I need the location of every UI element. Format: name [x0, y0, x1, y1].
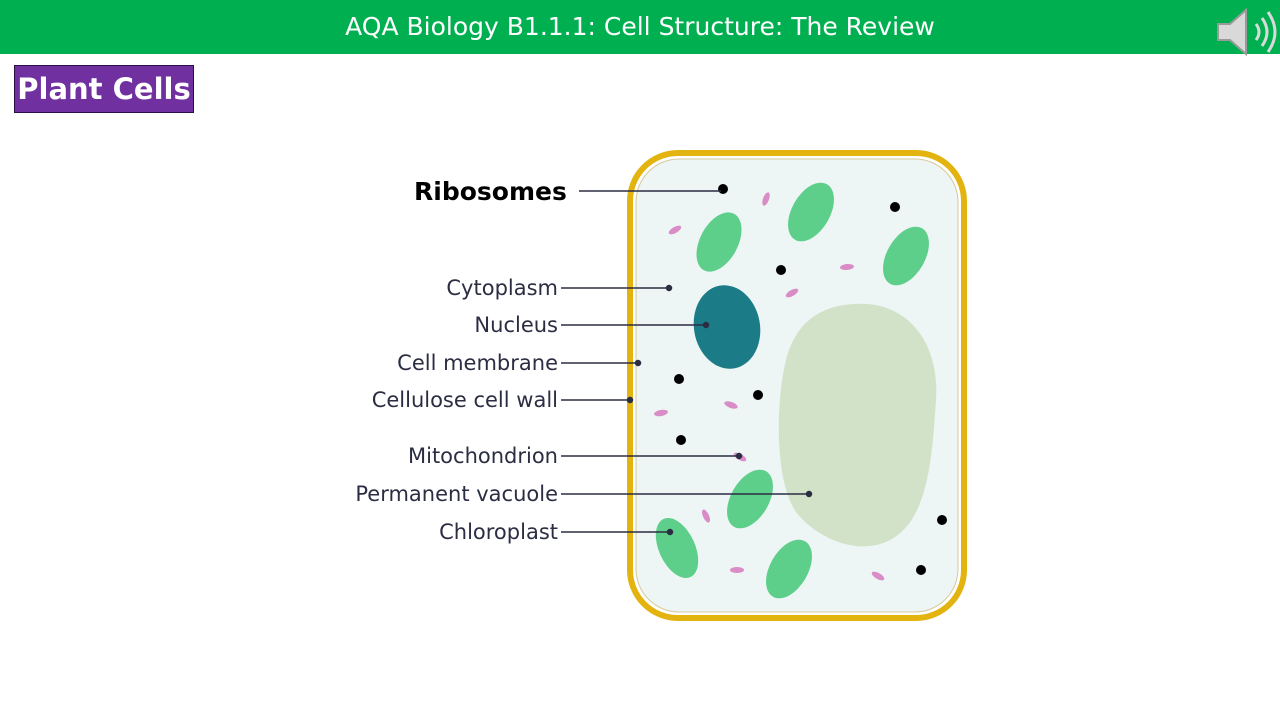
- mitochondrion: [724, 401, 738, 409]
- ribosome: [776, 265, 786, 275]
- ribosome: [753, 390, 763, 400]
- ribosome: [674, 374, 684, 384]
- ribosome: [890, 202, 900, 212]
- ribosome: [937, 515, 947, 525]
- chloroplast: [696, 212, 742, 272]
- mitochondrion: [654, 409, 668, 417]
- label-ribosomes: Ribosomes: [414, 177, 567, 206]
- label-cell-wall: Cellulose cell wall: [371, 388, 558, 412]
- chloroplast: [727, 469, 773, 529]
- label-cytoplasm: Cytoplasm: [446, 276, 558, 300]
- nucleus: [693, 285, 761, 369]
- chloroplast: [883, 226, 929, 286]
- section-badge: Plant Cells: [14, 65, 194, 113]
- label-vacuole: Permanent vacuole: [355, 482, 558, 506]
- mitochondrion: [730, 567, 744, 573]
- mitochondrion: [785, 288, 799, 298]
- permanent-vacuole: [778, 303, 937, 547]
- mitochondrion: [871, 571, 885, 581]
- ribosome: [718, 184, 728, 194]
- mitochondrion: [668, 225, 682, 235]
- ribosome: [916, 565, 926, 575]
- label-chloroplast: Chloroplast: [439, 520, 558, 544]
- chloroplast: [655, 518, 699, 578]
- chloroplast: [788, 182, 834, 242]
- label-cell-membrane: Cell membrane: [397, 351, 558, 375]
- label-nucleus: Nucleus: [474, 313, 558, 337]
- page-title: AQA Biology B1.1.1: Cell Structure: The …: [345, 12, 935, 41]
- mitochondrion: [840, 263, 854, 271]
- cellulose-cell-wall: [627, 150, 967, 621]
- label-mitochondrion: Mitochondrion: [407, 444, 558, 468]
- mitochondrion: [701, 509, 711, 523]
- section-label: Plant Cells: [17, 72, 191, 106]
- title-bar: [0, 0, 1280, 54]
- chloroplast: [766, 539, 812, 599]
- ribosome: [676, 435, 686, 445]
- mitochondrion: [762, 192, 770, 206]
- speaker-icon[interactable]: [1212, 2, 1280, 62]
